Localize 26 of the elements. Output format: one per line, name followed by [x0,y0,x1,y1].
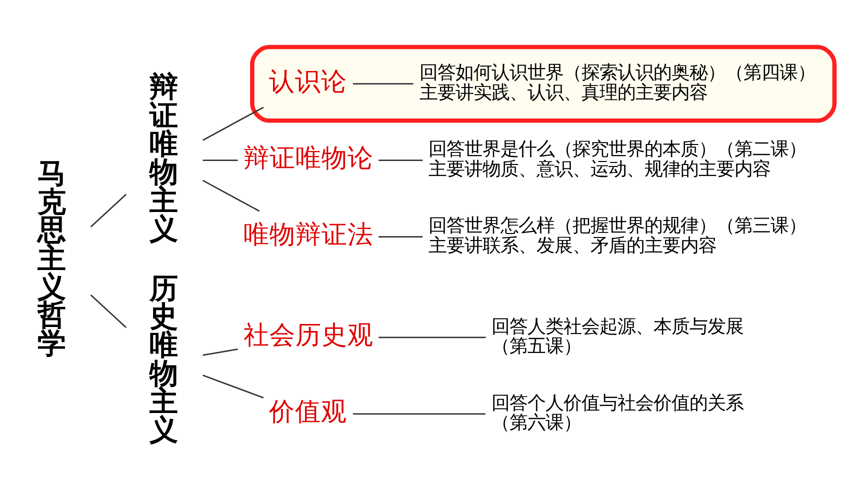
node-text: 回答人类社会起源、本质与发展 （第五课） [492,316,744,357]
cluster [250,44,837,122]
connector [202,106,264,140]
connector [90,294,127,328]
node-text: 历史唯物主义 [150,271,178,446]
node-text: 价值观 [269,396,348,427]
connector [352,412,486,414]
connector [90,193,127,227]
node-text: 回答个人价值与社会价值的关系 （第六课） [492,392,744,434]
connector [378,336,486,338]
connector [202,374,264,398]
connector [352,82,414,84]
connector [202,348,238,356]
connector [202,159,238,161]
node-text: 辩证唯物论 [244,143,374,174]
node-text: 社会历史观 [244,320,374,350]
node-text: 辩证唯物主义 [150,70,178,245]
node-text: 回答世界是什么（探究世界的本质）（第二课） 主要讲物质、意识、运动、规律的主要内容 [428,138,807,180]
node-text: 唯物辩证法 [244,220,374,250]
connector [378,159,423,161]
node-text: 回答世界怎么样（把握世界的规律）（第三课） 主要讲联系、发展、矛盾的主要内容 [428,215,807,256]
connector [378,236,423,238]
node-text: 马克思主义哲学 [38,156,66,360]
node-text: 回答如何认识世界（探索认识的奥秘）（第四课） 主要讲实践、认识、真理的主要内容 [419,62,816,104]
node-text: 认识论 [269,66,348,97]
connector [202,179,260,212]
